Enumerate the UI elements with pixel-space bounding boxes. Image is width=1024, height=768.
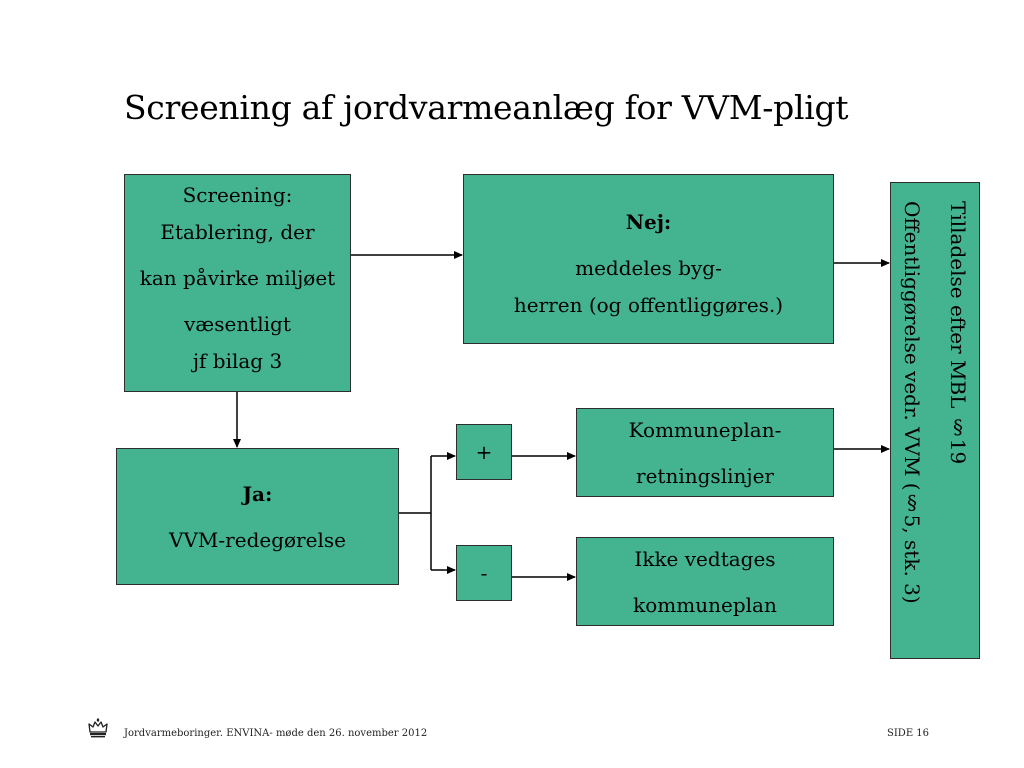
- nej-line-1: meddeles byg-: [575, 256, 722, 280]
- ja-line-1: VVM-redegørelse: [169, 527, 346, 552]
- minus-label: -: [480, 561, 488, 585]
- footer-text: Jordvarmeboringer. ENVINA- møde den 26. …: [124, 728, 428, 739]
- ikke-vedtages-box: Ikke vedtages kommuneplan: [576, 537, 834, 626]
- screening-line-1: Screening:: [182, 183, 293, 207]
- plus-box: +: [456, 424, 512, 480]
- kommuneplan-box: Kommuneplan- retningslinjer: [576, 408, 834, 497]
- plus-label: +: [475, 440, 493, 464]
- nej-line-2: herren (og offentliggøres.): [513, 293, 784, 317]
- ja-box: Ja: VVM-redegørelse: [116, 448, 399, 585]
- nej-box: Nej: meddeles byg- herren (og offentligg…: [463, 174, 834, 344]
- nej-heading: Nej:: [625, 210, 672, 234]
- screening-line-3: kan påvirke miljøet: [139, 266, 336, 290]
- screening-line-4: væsentligt: [184, 312, 291, 336]
- kommuneplan-line-2: retningslinjer: [636, 463, 774, 488]
- tilladelse-line-1: Tilladelse efter MBL §19: [946, 200, 970, 464]
- ikke-line-1: Ikke vedtages: [634, 546, 776, 571]
- tilladelse-line-2: Offentliggørelse vedr. VVM (§5, stk. 3): [900, 200, 924, 604]
- kommuneplan-line-1: Kommuneplan-: [628, 417, 782, 442]
- screening-line-2: Etablering, der: [160, 220, 315, 244]
- minus-box: -: [456, 545, 512, 601]
- ikke-line-2: kommuneplan: [633, 592, 777, 617]
- slide-title: Screening af jordvarmeanlæg for VVM-plig…: [124, 88, 849, 127]
- screening-line-5: jf bilag 3: [192, 349, 283, 373]
- page-number: SIDE 16: [887, 728, 930, 739]
- crown-icon: [88, 718, 108, 738]
- ja-heading: Ja:: [242, 481, 273, 506]
- tilladelse-text: Tilladelse efter MBL §19 Offentliggørels…: [889, 201, 981, 641]
- screening-box: Screening: Etablering, der kan påvirke m…: [124, 174, 351, 392]
- tilladelse-box: Tilladelse efter MBL §19 Offentliggørels…: [890, 182, 980, 659]
